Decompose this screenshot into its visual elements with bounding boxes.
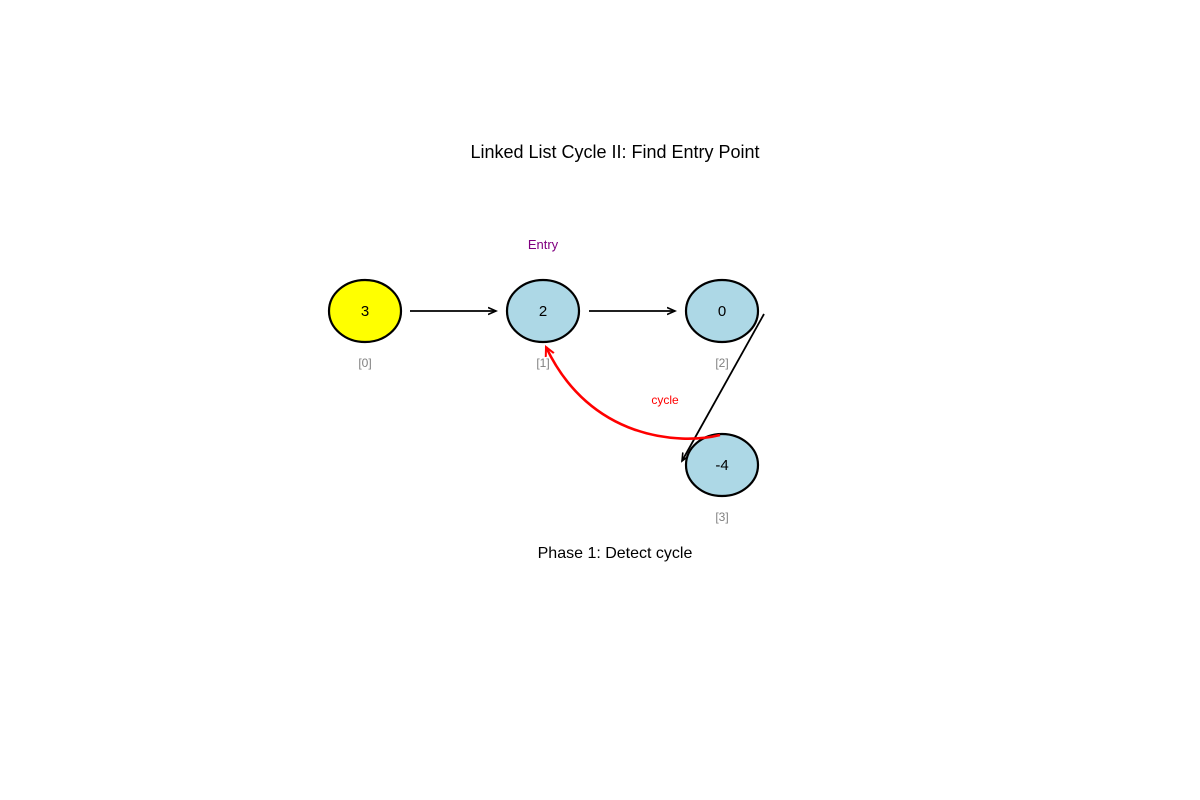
phase-label: Phase 1: Detect cycle (538, 545, 693, 562)
node-2-index: [2] (715, 356, 728, 370)
node-1-value: 2 (539, 303, 547, 320)
node-2-value: 0 (718, 303, 726, 320)
node-1: 2 [1] Entry (505, 237, 581, 370)
node-0-circle (327, 278, 403, 344)
node-0-value: 3 (361, 303, 369, 320)
entry-label: Entry (528, 237, 559, 252)
node-3-index: [3] (715, 510, 728, 524)
node-1-circle (505, 278, 581, 344)
node-3-value: -4 (715, 457, 728, 474)
node-0-index: [0] (358, 356, 371, 370)
node-2-circle (684, 278, 760, 344)
node-2: 0 [2] (684, 278, 760, 370)
node-1-index: [1] (536, 356, 549, 370)
cycle-label: cycle (651, 393, 679, 407)
node-0: 3 [0] (327, 278, 403, 370)
node-3: -4 [3] (684, 432, 760, 524)
edge-2-to-3 (682, 313, 765, 461)
edge-3-to-1-cycle (546, 347, 721, 440)
diagram-title: Linked List Cycle II: Find Entry Point (470, 142, 759, 162)
node-3-circle (684, 432, 760, 498)
